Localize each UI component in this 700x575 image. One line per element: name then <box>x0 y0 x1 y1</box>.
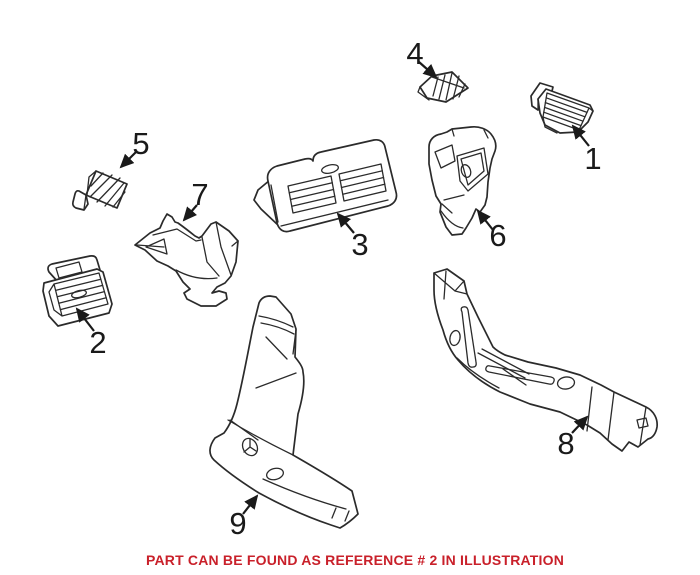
part-1-louvers <box>543 97 588 127</box>
part-7-ridge <box>152 228 202 242</box>
part-6-label: 6 <box>489 218 506 253</box>
reference-note: PART CAN BE FOUND AS REFERENCE # 2 IN IL… <box>146 552 564 568</box>
part-7-folds <box>175 221 239 280</box>
part-3-left-louvers <box>288 182 336 207</box>
part-8-box <box>433 270 468 300</box>
part-1-callout: 1 <box>571 124 602 176</box>
part-5-callout: 5 <box>119 126 150 169</box>
part-9-oval-hole <box>265 467 285 481</box>
part-3-frame-inner <box>270 184 389 227</box>
part-3-arrow <box>336 212 355 234</box>
part-9-callout: 9 <box>229 494 259 541</box>
part-1-lip <box>542 107 594 134</box>
part-9-body <box>209 295 359 529</box>
part-1-label: 1 <box>584 141 601 176</box>
part-3-drawing <box>253 138 398 233</box>
part-9-rim <box>258 315 295 335</box>
part-3-callout: 3 <box>336 212 369 262</box>
part-3-left-panel <box>287 175 337 214</box>
part-8-arrow <box>571 415 589 434</box>
part-6-body <box>428 125 497 236</box>
part-3-clip <box>321 164 339 174</box>
part-4-callout: 4 <box>406 36 438 79</box>
part-8-end-tab <box>636 417 649 429</box>
part-6-folds <box>440 194 465 229</box>
part-9-creases <box>229 329 297 441</box>
part-7-body <box>134 213 239 307</box>
part-7-arrow <box>182 204 198 222</box>
part-7-drawing <box>134 213 239 307</box>
part-8-mid-hole <box>556 376 576 390</box>
part-4-drawing <box>417 71 469 103</box>
part-9-drawing <box>209 295 359 529</box>
part-8-creases <box>456 348 530 389</box>
part-2-flange-window <box>55 261 83 279</box>
part-5-label: 5 <box>132 126 149 161</box>
part-8-drawing <box>433 268 658 452</box>
part-5-body <box>85 170 128 209</box>
part-6-drawing <box>428 125 497 236</box>
part-1-drawing <box>530 82 594 134</box>
part-2-label: 2 <box>89 325 106 360</box>
part-9-ankle <box>227 419 347 510</box>
part-8-slot <box>460 306 477 368</box>
part-5-drawing <box>71 170 128 211</box>
part-8-box-hole <box>449 329 461 347</box>
part-9-toe-tabs <box>331 507 350 522</box>
part-6-callout: 6 <box>476 209 507 253</box>
part-1-arrow <box>571 124 590 147</box>
part-6-arrow <box>476 209 494 231</box>
part-6-upper-window <box>434 144 456 169</box>
part-3-right-louvers <box>339 170 386 195</box>
part-4-arrow <box>418 61 438 79</box>
part-9-label: 9 <box>229 506 246 541</box>
part-4-louvers <box>432 72 466 101</box>
part-6-boss <box>460 164 472 178</box>
part-3-label: 3 <box>351 227 368 262</box>
part-7-label: 7 <box>191 177 208 212</box>
part-2-thumbwheel <box>71 289 87 299</box>
part-2-louvers <box>54 278 107 311</box>
part-2-drawing <box>42 254 113 327</box>
part-2-arrow <box>75 307 95 332</box>
part-5-louvers <box>89 172 126 208</box>
part-2-callout: 2 <box>75 307 107 360</box>
part-8-callout: 8 <box>557 415 589 461</box>
part-2-flange <box>47 254 101 283</box>
part-3-right-panel <box>338 163 387 202</box>
part-9-arrow <box>242 494 259 515</box>
part-7-callout: 7 <box>182 177 209 222</box>
part-7-wing <box>136 238 168 255</box>
part-5-arrow <box>119 151 137 169</box>
part-8-label: 8 <box>557 426 574 461</box>
part-9-y-hole <box>241 437 259 457</box>
part-5-edges <box>83 170 97 210</box>
part-9-y-spokes <box>243 438 257 453</box>
part-2-panel <box>48 272 109 317</box>
part-4-label: 4 <box>406 36 423 71</box>
part-8-rib <box>485 365 555 385</box>
part-8-body <box>433 268 658 452</box>
part-3-frame <box>266 138 398 233</box>
part-6-rim <box>451 128 489 139</box>
